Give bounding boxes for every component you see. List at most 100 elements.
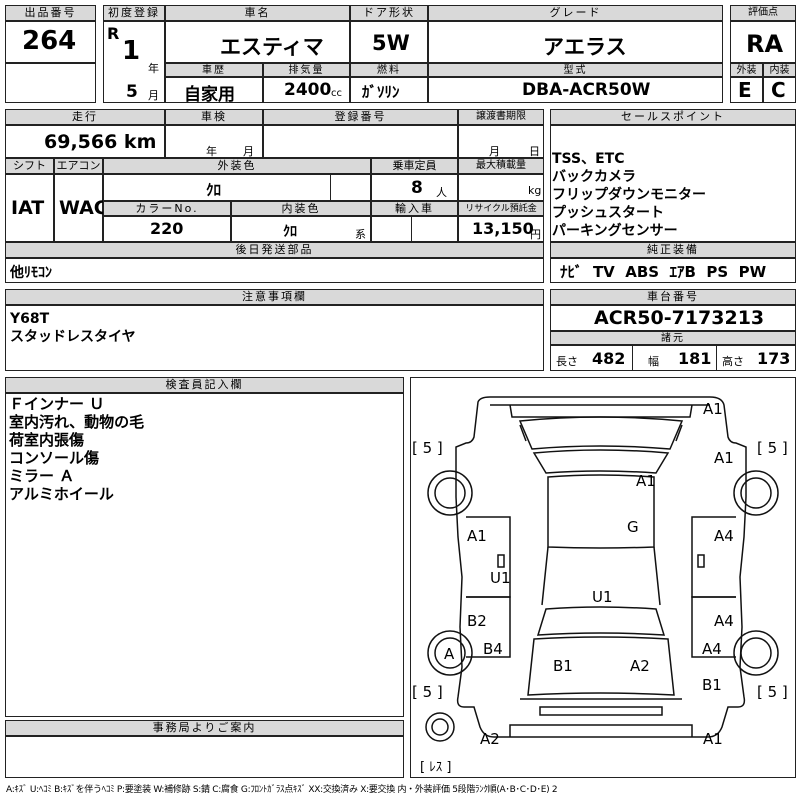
capacity-box bbox=[371, 174, 458, 201]
exterior-grade: E bbox=[738, 78, 752, 102]
shift: IAT bbox=[11, 197, 45, 219]
chassis-number-box bbox=[550, 305, 796, 331]
grade-label: グレード bbox=[428, 5, 723, 21]
fuel-box bbox=[350, 77, 428, 103]
damage-mark: G bbox=[627, 518, 639, 536]
damage-mark: A1 bbox=[714, 449, 734, 467]
office-notice-box bbox=[5, 736, 404, 778]
capacity-unit: 人 bbox=[436, 186, 447, 199]
inspection-box bbox=[165, 125, 263, 158]
mileage-box bbox=[5, 125, 165, 158]
damage-mark: A2 bbox=[630, 657, 650, 675]
color-number-label: カラーNo. bbox=[103, 201, 231, 216]
score-label: 評価点 bbox=[730, 5, 796, 21]
capacity: 8 bbox=[411, 178, 423, 198]
history-box bbox=[165, 77, 263, 103]
damage-diagram-box bbox=[410, 377, 796, 778]
damage-mark: A2 bbox=[480, 730, 500, 748]
width: 181 bbox=[678, 349, 712, 368]
inspection-month-unit: 月 bbox=[243, 145, 254, 158]
aircon-box bbox=[54, 174, 103, 242]
sales-points-label: セールスポイント bbox=[550, 109, 796, 125]
exterior-color-divider bbox=[330, 174, 331, 201]
interior-color-label: 内装色 bbox=[231, 201, 371, 216]
damage-mark: A1 bbox=[703, 730, 723, 748]
car-diagram bbox=[425, 396, 779, 742]
specs-divider-1 bbox=[632, 345, 633, 371]
later-parts-box bbox=[5, 258, 544, 283]
interior-grade-label: 内装 bbox=[763, 63, 796, 77]
grade: アエラス bbox=[543, 35, 627, 59]
lot-number-label: 出品番号 bbox=[5, 5, 96, 21]
damage-mark: A bbox=[444, 645, 455, 663]
import-label: 輸入車 bbox=[371, 201, 458, 216]
score-box bbox=[730, 21, 796, 63]
registration-year: 1 bbox=[122, 36, 141, 66]
office-notice-label: 事務局よりご案内 bbox=[5, 720, 404, 736]
damage-mark: A4 bbox=[714, 612, 734, 630]
capacity-label: 乗車定員 bbox=[371, 158, 458, 174]
lot-number-box bbox=[5, 21, 96, 63]
notes-label: 注意事項欄 bbox=[5, 289, 544, 305]
import-divider bbox=[411, 216, 412, 242]
width-label: 幅 bbox=[648, 355, 659, 368]
exterior-grade-box bbox=[730, 77, 763, 103]
registration-month: 5 bbox=[126, 82, 138, 102]
first-registration-box bbox=[103, 21, 165, 103]
notes-text: Y68T スタッドレスタイヤ bbox=[10, 311, 136, 345]
transfer-month-unit: 月 bbox=[489, 145, 500, 158]
sales-points-text: TSS、ETC バックカメラ フリップダウンモニター プッシュスタート パーキン… bbox=[552, 151, 706, 239]
damage-mark: A1 bbox=[703, 400, 723, 418]
sales-points-box bbox=[550, 125, 796, 242]
spare-tire-label: [ ﾚｽ ] bbox=[420, 760, 452, 775]
inspection-year-unit: 年 bbox=[206, 145, 217, 158]
color-number: 220 bbox=[150, 219, 184, 238]
mileage: 69,566 km bbox=[44, 131, 157, 153]
score: RA bbox=[746, 30, 784, 58]
fuel: ｶﾞｿﾘﾝ bbox=[362, 83, 400, 101]
exterior-color-label: 外装色 bbox=[103, 158, 371, 174]
damage-mark: A1 bbox=[467, 527, 487, 545]
exterior-grade-label: 外装 bbox=[730, 63, 763, 77]
damage-mark: A4 bbox=[714, 527, 734, 545]
specs-label: 諸元 bbox=[550, 331, 796, 345]
year-unit: 年 bbox=[148, 62, 159, 75]
tread-rear-left: [ 5 ] bbox=[412, 683, 443, 701]
mileage-label: 走行 bbox=[5, 109, 165, 125]
chassis-number: ACR50-7173213 bbox=[594, 307, 765, 329]
aircon-label: エアコン bbox=[54, 158, 103, 174]
max-load-unit: kg bbox=[528, 184, 542, 197]
genuine-equipment-label: 純正装備 bbox=[550, 242, 796, 258]
inspection-label: 車検 bbox=[165, 109, 263, 125]
damage-mark: B4 bbox=[483, 640, 503, 658]
fuel-label: 燃料 bbox=[350, 63, 428, 77]
tread-rear-right: [ 5 ] bbox=[757, 683, 788, 701]
displacement-unit: cc bbox=[331, 88, 342, 99]
later-parts: 他ﾘﾓｺﾝ bbox=[10, 265, 52, 281]
registration-number-label: 登録番号 bbox=[263, 109, 458, 125]
recycle-fee: 13,150 bbox=[472, 219, 534, 238]
lot-number: 264 bbox=[22, 26, 77, 56]
specs-divider-2 bbox=[716, 345, 717, 371]
length: 482 bbox=[592, 349, 626, 368]
height-label: 高さ bbox=[722, 355, 744, 368]
recycle-fee-box bbox=[458, 216, 544, 242]
model-code-box bbox=[428, 77, 723, 103]
car-name: エスティマ bbox=[220, 35, 324, 59]
door-label: ドア形状 bbox=[350, 5, 428, 21]
recycle-fee-unit: 円 bbox=[530, 228, 541, 241]
car-name-label: 車名 bbox=[165, 5, 350, 21]
later-parts-label: 後日発送部品 bbox=[5, 242, 544, 258]
transfer-day-unit: 日 bbox=[529, 145, 540, 158]
month-unit: 月 bbox=[148, 89, 159, 102]
shift-box bbox=[5, 174, 54, 242]
recycle-fee-label: リサイクル預託金 bbox=[458, 201, 544, 216]
damage-mark: U1 bbox=[490, 569, 511, 587]
exterior-color-box bbox=[103, 174, 371, 201]
specs-box bbox=[550, 345, 796, 371]
interior-color-box bbox=[231, 216, 371, 242]
damage-mark: A1 bbox=[636, 472, 656, 490]
registration-number-box bbox=[263, 125, 458, 158]
damage-mark: B2 bbox=[467, 612, 487, 630]
door-type: 5W bbox=[372, 31, 410, 55]
